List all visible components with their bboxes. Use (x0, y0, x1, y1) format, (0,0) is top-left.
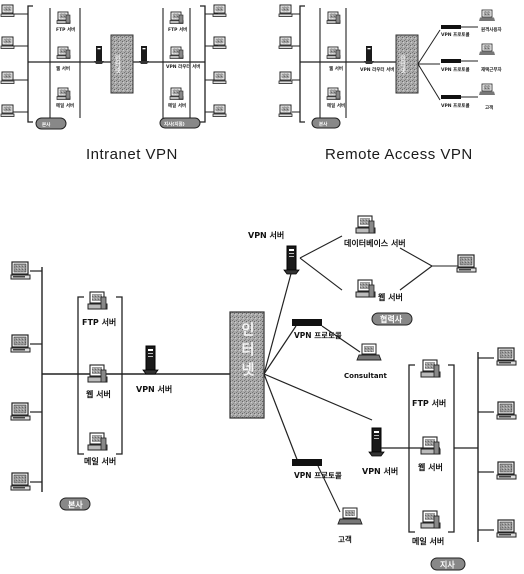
tr-mail-server-label: 메일 서버 (327, 102, 345, 109)
remote-access-vpn-caption: Remote Access VPN (325, 146, 473, 163)
tl-internet-label: 인터넷 (114, 54, 121, 74)
main-web-server-remote-label: 웹 서버 (378, 292, 403, 302)
tr-customer-label: 고객 (485, 104, 493, 111)
main-vpn-protocol-1-label: VPN 프로토콜 (294, 331, 342, 340)
tl-ftp-server-label: FTP 서버 (56, 26, 75, 33)
tr-vpn-protocol-2: VPN 프로토콜 (441, 66, 470, 73)
tl-mail-server-label: 메일 서버 (56, 102, 74, 109)
tr-mobile-label: 원격사용자 (481, 26, 503, 33)
tl-head-office-badge: 본사 (42, 121, 51, 128)
tr-home-label: 재택근무자 (481, 66, 503, 73)
main-partner-badge: 협력사 (380, 314, 403, 324)
tr-vpn-router-label: VPN 라우터 서버 (360, 66, 394, 73)
main-vpn-server-top-label: VPN 서버 (248, 230, 284, 240)
main-database-server-label-1: 데이터베이스 서버 (344, 238, 406, 248)
tl-branch-office-badge: 지사(지점) (164, 121, 185, 128)
intranet-vpn-diagram: FTP 서버 웹 서버 메일 서버 인터넷 FTP 서버 VPN 라우터 서버 … (1, 5, 226, 129)
tr-vpn-protocol-3: VPN 프로토콜 (441, 102, 470, 109)
tr-vpn-protocol-1: VPN 프로토콜 (441, 31, 470, 38)
main-ftp-server-label: FTP 서버 (82, 317, 116, 327)
tl-web-server-label: 웹 서버 (56, 65, 70, 72)
main-vpn-server-hq-label: VPN 서버 (136, 384, 172, 394)
intranet-vpn-caption: Intranet VPN (86, 146, 178, 163)
remote-access-vpn-diagram: 웹 서버 메일 서버 VPN 라우터 서버 인터넷 VPN 프로토콜 VPN 프… (279, 5, 503, 128)
tl-mail-server-label-2: 메일 서버 (168, 102, 186, 109)
main-head-office-badge: 본사 (68, 500, 83, 510)
tr-head-office-badge: 본사 (319, 121, 328, 128)
main-web-server-label: 웹 서버 (86, 389, 111, 399)
main-ftp-server-branch-label: FTP 서버 (412, 398, 446, 408)
main-vpn-server-branch-label: VPN 서버 (362, 466, 398, 476)
tr-internet-label: 인터넷 (399, 54, 406, 74)
main-customer-label: 고객 (338, 534, 352, 544)
tl-vpn-router-label: VPN 라우터 서버 (166, 63, 200, 70)
main-vpn-diagram: FTP 서버 웹 서버 메일 서버 VPN 서버 인터넷 VPN 서버 데이터베… (11, 216, 516, 570)
tl-ftp-server-label-2: FTP 서버 (168, 26, 187, 33)
main-mail-server-label: 메일 서버 (84, 456, 116, 466)
main-branch-office-badge: 지사 (440, 560, 455, 570)
main-internet-label: 인터넷 (239, 321, 255, 382)
main-mail-server-branch-label: 메일 서버 (412, 536, 444, 546)
main-vpn-protocol-2-label: VPN 프로토콜 (294, 471, 342, 480)
main-consultant-label: Consultant (344, 372, 388, 380)
main-web-server-branch-label: 웹 서버 (418, 462, 443, 472)
tr-web-server-label: 웹 서버 (329, 65, 343, 72)
